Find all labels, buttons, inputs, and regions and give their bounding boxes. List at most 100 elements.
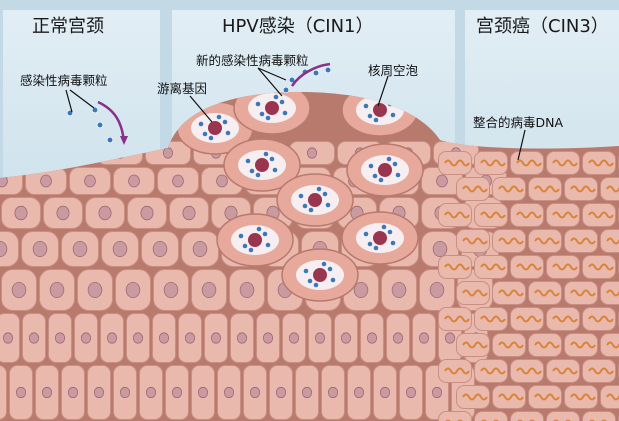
cancer-cell: [474, 411, 508, 421]
cancer-cell: [438, 411, 472, 421]
cell-nucleus: [432, 240, 448, 257]
cancer-cell: [474, 151, 508, 175]
virus-particle: [273, 94, 279, 100]
cell-nucleus: [87, 281, 103, 298]
title-normal: 正常宫颈: [32, 16, 104, 37]
cancer-cell: [546, 359, 580, 383]
cancer-cell: [438, 255, 472, 279]
integrated-dna-icon: [498, 289, 524, 297]
virus-particle: [308, 207, 314, 213]
virus-particle: [390, 112, 396, 118]
virus-particle: [198, 121, 204, 127]
arrowhead-icon: [120, 136, 128, 145]
cancer-cell: [510, 411, 544, 421]
integrated-dna-icon: [444, 263, 470, 271]
cancer-cell: [474, 255, 508, 279]
virus-particle: [386, 156, 392, 162]
virus-particle: [327, 266, 333, 272]
cancer-cell: [438, 307, 472, 331]
koilocyte-nucleus: [255, 158, 269, 172]
cell-nucleus: [236, 332, 248, 344]
cancer-cell: [582, 151, 616, 175]
integrated-dna-icon: [570, 185, 596, 193]
virus-particle: [390, 240, 396, 246]
cell-nucleus: [28, 332, 40, 344]
integrated-dna-icon: [516, 367, 542, 375]
cell-nucleus: [2, 332, 14, 344]
cell-nucleus: [67, 386, 79, 399]
integrated-dna-icon: [462, 237, 488, 245]
cell-nucleus: [184, 332, 196, 344]
integrated-dna-icon: [588, 263, 614, 271]
koilocyte-nucleus: [308, 193, 322, 207]
title-hpv: HPV感染（CIN1）: [222, 16, 374, 37]
virus-particle: [91, 106, 99, 114]
virus-particle: [363, 231, 369, 237]
cancer-cell: [492, 385, 526, 409]
virus-particle: [367, 241, 373, 247]
virus-particle: [225, 130, 231, 136]
cancer-cell: [528, 333, 562, 357]
koilocyte-nucleus: [248, 233, 262, 247]
cancer-cell: [546, 411, 580, 421]
virus-particle: [316, 186, 322, 192]
cancer-cell: [438, 151, 472, 175]
virus-particle: [256, 226, 262, 232]
integrated-dna-icon: [606, 341, 619, 349]
virus-particle: [373, 117, 379, 123]
cell-nucleus: [306, 147, 318, 159]
virus-particle: [392, 161, 398, 167]
virus-particle: [312, 69, 320, 77]
integrated-dna-icon: [588, 211, 614, 219]
integrated-dna-icon: [462, 393, 488, 401]
integrated-dna-icon: [462, 289, 488, 297]
integrated-dna-icon: [588, 315, 614, 323]
cell-nucleus: [436, 174, 448, 188]
cell-nucleus: [14, 205, 28, 221]
cell-nucleus: [114, 147, 126, 159]
cancer-cell: [510, 359, 544, 383]
cell-nucleus: [444, 332, 456, 344]
virus-particle: [269, 156, 275, 162]
virus-particle: [216, 114, 222, 120]
integrated-dna-icon: [588, 367, 614, 375]
cell-nucleus: [223, 386, 235, 399]
cell-nucleus: [418, 332, 430, 344]
cancer-cell: [492, 229, 526, 253]
virus-particle: [395, 172, 401, 178]
cell-nucleus: [429, 281, 445, 298]
virus-particle: [372, 173, 378, 179]
cell-nucleus: [56, 205, 70, 221]
integrated-dna-icon: [480, 315, 506, 323]
virus-particle: [298, 193, 304, 199]
virus-particle: [238, 233, 244, 239]
virus-particle: [263, 151, 269, 157]
integrated-dna-icon: [552, 367, 578, 375]
cancer-cell: [492, 281, 526, 305]
integrated-dna-icon: [516, 315, 542, 323]
cell-nucleus: [379, 386, 391, 399]
leader-infectious: [65, 89, 95, 113]
cell-nucleus: [125, 281, 141, 298]
cell-nucleus: [249, 386, 261, 399]
virus-particle: [255, 172, 261, 178]
cancer-cell: [510, 255, 544, 279]
integrated-dna-icon: [444, 367, 470, 375]
cancer-cell: [582, 203, 616, 227]
integrated-dna-icon: [498, 393, 524, 401]
integrated-dna-icon: [552, 263, 578, 271]
integrated-dna-icon: [516, 159, 542, 167]
cancer-cell: [456, 177, 490, 201]
cancer-cell: [528, 385, 562, 409]
integrated-dna-icon: [498, 237, 524, 245]
virus-particle: [368, 163, 374, 169]
integrated-dna-icon: [570, 289, 596, 297]
cell-nucleus: [128, 174, 140, 188]
cell-nucleus: [145, 386, 157, 399]
cell-nucleus: [158, 332, 170, 344]
virus-particle: [387, 101, 393, 107]
integrated-dna-icon: [444, 211, 470, 219]
leader-episome: [189, 95, 213, 123]
cancer-cell: [582, 307, 616, 331]
integrated-dna-icon: [588, 159, 614, 167]
